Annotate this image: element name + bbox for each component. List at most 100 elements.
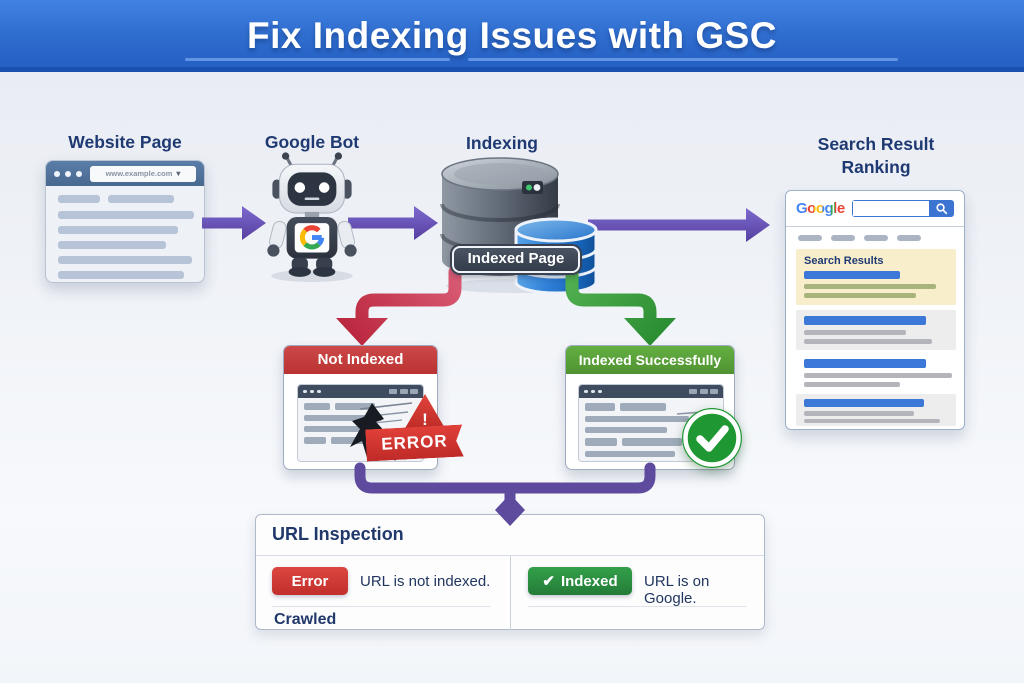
page-content-placeholder — [46, 186, 204, 282]
warning-mark: ! — [422, 410, 428, 429]
result-title-bar — [804, 271, 900, 279]
url-inspection-panel: URL Inspection Error URL is not indexed.… — [255, 514, 765, 630]
tab-placeholder — [798, 235, 822, 241]
mock-titlebar — [298, 385, 423, 398]
tab-placeholder — [831, 235, 855, 241]
window-dot-icon — [584, 389, 588, 394]
window-dot-icon — [303, 389, 307, 394]
placeholder-bar — [620, 403, 666, 411]
not-indexed-arrow-icon — [336, 266, 462, 346]
result-item — [796, 310, 956, 350]
serp-header: Google — [786, 191, 964, 227]
window-control-icon — [689, 389, 697, 394]
magnifier-icon — [935, 203, 947, 215]
result-text-bar — [804, 411, 914, 416]
indexed-successfully-header: Indexed Successfully — [566, 346, 734, 374]
flow-arrow-right-icon — [202, 206, 266, 240]
caret-down-icon: ▾ — [176, 169, 181, 178]
tab-placeholder — [864, 235, 888, 241]
serp-tabs — [798, 235, 921, 241]
placeholder-bar — [585, 451, 675, 457]
window-dot-icon — [598, 389, 602, 394]
placeholder-bar — [335, 403, 375, 410]
placeholder-bar — [304, 426, 360, 432]
placeholder-bar — [58, 241, 166, 249]
error-badge: Error — [272, 567, 348, 595]
address-bar: www.example.com ▾ — [90, 165, 196, 182]
placeholder-bar — [58, 211, 194, 219]
divider — [256, 555, 764, 556]
google-logo: Google — [796, 200, 845, 217]
search-field — [852, 201, 929, 216]
result-text-bar — [804, 418, 940, 423]
indexed-description: URL is on Google. — [644, 573, 710, 607]
success-check-icon — [682, 408, 742, 468]
placeholder-bar — [585, 403, 615, 411]
placeholder-bar — [58, 271, 184, 279]
header-banner: Fix Indexing Issues with GSC — [0, 0, 1024, 72]
banner-underline — [468, 58, 898, 61]
error-ribbon-badge: ERROR — [365, 424, 464, 461]
google-bot-illustration — [267, 152, 357, 282]
window-control-icon — [710, 389, 718, 394]
not-indexed-header: Not Indexed — [284, 346, 437, 374]
google-g-icon — [299, 225, 325, 250]
flow-arrow-right-icon — [588, 208, 770, 242]
indexed-arrow-icon — [565, 266, 676, 346]
result-title-bar — [804, 316, 926, 325]
placeholder-bar — [58, 195, 100, 203]
placeholder-bar — [585, 438, 617, 446]
search-input — [851, 200, 954, 217]
result-text-bar — [804, 293, 916, 298]
placeholder-bar — [108, 195, 174, 203]
window-control-icon — [399, 389, 408, 394]
check-icon: ✔ — [542, 573, 555, 590]
placeholder-bar — [58, 256, 192, 264]
url-inspection-title: URL Inspection — [272, 524, 404, 544]
window-dot-icon — [317, 389, 321, 394]
placeholder-bar — [58, 226, 178, 234]
result-text-bar — [804, 330, 906, 335]
status-light-icon — [526, 184, 532, 191]
featured-result: Search Results — [796, 249, 956, 305]
placeholder-bar — [304, 437, 326, 444]
window-dot-icon — [310, 389, 314, 394]
window-dot-icon — [54, 170, 60, 177]
placeholder-bar — [304, 403, 330, 410]
tab-placeholder — [897, 235, 921, 241]
address-url: www.example.com — [105, 169, 173, 178]
mock-titlebar — [579, 385, 723, 398]
divider — [272, 606, 490, 607]
crawled-status: Crawled — [274, 611, 337, 628]
indexed-badge: ✔ Indexed — [528, 567, 632, 595]
search-results-card: Google Search Results — [785, 190, 965, 430]
result-text-bar — [804, 339, 932, 344]
indexed-page-badge: Indexed Page — [452, 246, 580, 273]
window-dot-icon — [76, 170, 82, 177]
result-item — [796, 353, 956, 393]
label-website-page: Website Page — [68, 132, 182, 152]
window-dot-icon — [65, 170, 71, 177]
result-text-bar — [804, 373, 952, 378]
error-description: URL is not indexed. — [360, 573, 491, 590]
window-control-icon — [699, 389, 708, 394]
label-indexing: Indexing — [466, 133, 538, 153]
placeholder-bar — [622, 438, 682, 446]
divider — [528, 606, 746, 607]
website-page-card: www.example.com ▾ — [45, 160, 205, 283]
search-results-title: Search Results — [804, 255, 884, 267]
search-button — [929, 201, 953, 216]
placeholder-bar — [304, 415, 382, 421]
result-title-bar — [804, 399, 924, 407]
flow-arrow-right-icon — [348, 206, 438, 240]
window-control-icon — [410, 389, 418, 394]
placeholder-bar — [585, 427, 667, 433]
result-text-bar — [804, 284, 936, 289]
window-control-icon — [389, 389, 397, 394]
browser-titlebar: www.example.com ▾ — [46, 161, 204, 186]
page-title: Fix Indexing Issues with GSC — [246, 15, 778, 56]
label-search-result-ranking: Search Result Ranking — [817, 134, 935, 177]
placeholder-bar — [585, 416, 689, 422]
banner-underline — [185, 58, 450, 61]
